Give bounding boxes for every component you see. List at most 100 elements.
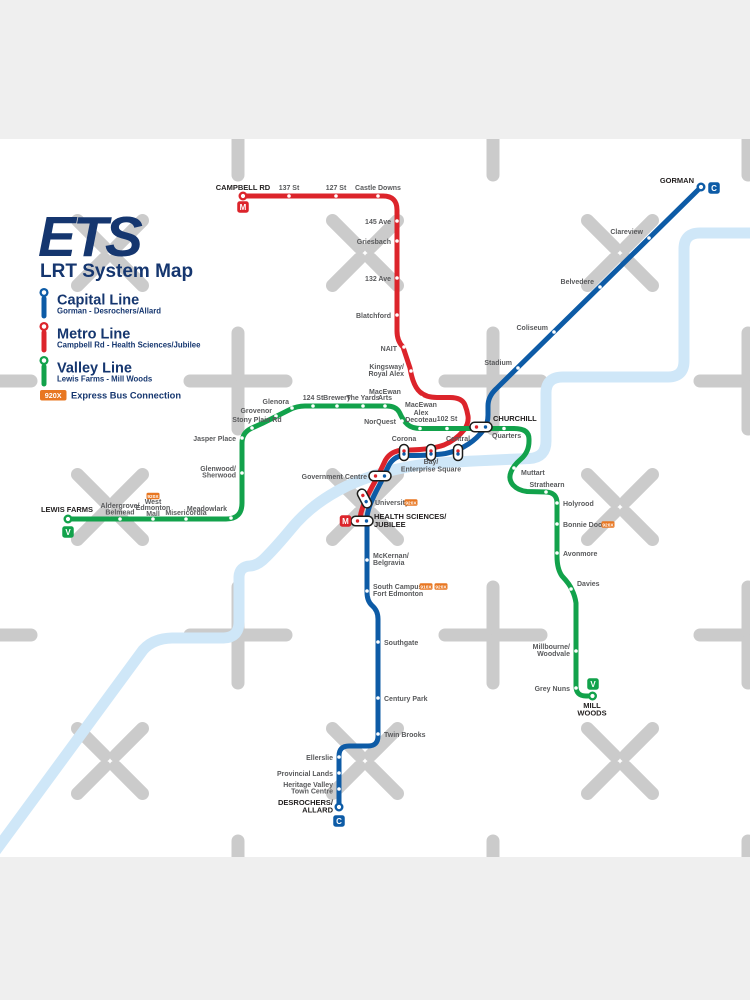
station-grovenor-label: Grovenor bbox=[240, 408, 272, 415]
legend-express-badge-text: 920X bbox=[45, 391, 62, 400]
watermark-x-mark bbox=[326, 722, 404, 800]
station-macewan-dot bbox=[419, 395, 423, 400]
station-davies-label: Davies bbox=[577, 581, 600, 588]
legend-valley-line-terminus-sample bbox=[39, 355, 49, 366]
express-badge-3: 910X bbox=[419, 583, 433, 590]
bottom-grey-band bbox=[0, 857, 750, 1000]
legend-valley-line-desc: Lewis Farms - Mill Woods bbox=[57, 375, 153, 384]
legend-express-label: Express Bus Connection bbox=[71, 391, 181, 401]
north-saskatchewan-river bbox=[0, 227, 750, 855]
station-millbourne-woodvale-label: Millbourne/ bbox=[533, 644, 570, 651]
interchange-central bbox=[452, 443, 464, 462]
station-137-st-label: 137 St bbox=[279, 185, 300, 192]
watermark-stroke bbox=[71, 760, 111, 800]
station-lewis-farms-label: LEWIS FARMS bbox=[41, 505, 93, 514]
station-the-yards-label: The Yards bbox=[346, 395, 379, 402]
station-twin-brooks-dot bbox=[376, 732, 380, 736]
watermark-x-mark bbox=[71, 722, 149, 800]
station-stony-plain-rd-dot bbox=[250, 426, 254, 430]
express-badge-2: 920X bbox=[601, 521, 615, 528]
watermark-stroke bbox=[109, 468, 149, 508]
station-gorman-terminus bbox=[696, 182, 706, 192]
stations-layer bbox=[63, 182, 706, 812]
station-alex-decoteau-dot bbox=[418, 426, 422, 431]
station-misericordia-dot bbox=[184, 517, 188, 521]
station-holyrood-dot bbox=[555, 501, 559, 505]
interchange-university bbox=[356, 488, 373, 509]
station-macewan-arts-label: MacEwan bbox=[369, 389, 401, 396]
interchange-university-label: University bbox=[375, 500, 409, 507]
station-mill-woods-terminus bbox=[588, 691, 598, 701]
station-holyrood-label: Holyrood bbox=[563, 501, 594, 508]
station-strathearn-dot bbox=[544, 490, 548, 494]
line-badge-m-243-207: M bbox=[237, 201, 249, 213]
interchange-central-capital-dot bbox=[456, 452, 460, 456]
station-aldergrove-belmead-label: Aldergrove/ bbox=[101, 503, 140, 510]
watermark-stroke bbox=[581, 506, 621, 546]
station-norquest-dot bbox=[400, 419, 404, 423]
interchange-university-metro-dot bbox=[361, 493, 365, 498]
watermark-stroke bbox=[581, 468, 621, 508]
interchange-university-capital-dot bbox=[364, 499, 368, 504]
station-castle-downs-dot bbox=[376, 194, 380, 198]
legend-capital-line-name: Capital Line bbox=[57, 293, 139, 309]
station-heritage-valley-town-centre-dot bbox=[337, 787, 341, 791]
station-blatchford-label: Blatchford bbox=[356, 313, 391, 320]
line-badge-v-593-684-box bbox=[587, 678, 599, 690]
watermark-stroke bbox=[71, 468, 111, 508]
watermark-stroke bbox=[619, 760, 659, 800]
line-badge-v-593-684: V bbox=[587, 678, 599, 690]
valley-line bbox=[65, 403, 594, 699]
station-137-st-dot bbox=[287, 194, 291, 198]
line-badge-m-346-521-box bbox=[339, 515, 352, 527]
station-castle-downs-label: Castle Downs bbox=[355, 185, 401, 192]
station-griesbach-dot bbox=[395, 239, 399, 243]
line-badge-c-714-188-box bbox=[708, 182, 720, 194]
legend-express: 920X Express Bus Connection bbox=[40, 390, 181, 401]
station-griesbach-label: Griesbach bbox=[357, 239, 391, 246]
station-west-edmonton-mall-label: Edmonton bbox=[136, 505, 171, 512]
express-badge-0-text: 920X bbox=[147, 494, 159, 500]
watermark-plus-mark bbox=[183, 326, 293, 436]
watermark-stroke bbox=[71, 214, 111, 254]
station-belvedere-dot bbox=[598, 285, 602, 289]
station-glenwood-sherwood-label: Glenwood/ bbox=[200, 466, 236, 473]
station-brewery-dot bbox=[335, 404, 339, 408]
station-century-park-label: Century Park bbox=[384, 696, 428, 703]
express-badge-0-box bbox=[146, 492, 160, 500]
branding: ETS LRT System Map bbox=[38, 205, 193, 282]
station-coliseum-dot bbox=[552, 330, 556, 334]
interchange-bay-enterprise-square-label: Bay/ bbox=[424, 459, 439, 466]
station-ellerslie-dot bbox=[337, 755, 341, 759]
station-norquest-label: NorQuest bbox=[364, 419, 397, 426]
station-mckernan-belgravia-dot bbox=[365, 558, 369, 562]
watermark-stroke bbox=[109, 252, 149, 292]
legend-metro-line-terminus-sample bbox=[39, 321, 49, 332]
station-grovenor-dot bbox=[274, 414, 278, 418]
station-127-st-label: 127 St bbox=[326, 185, 347, 192]
interchange-corona-label: Corona bbox=[392, 436, 417, 443]
station-meadowlark-dot bbox=[229, 516, 233, 520]
watermark-stroke bbox=[326, 214, 366, 254]
watermark-stroke bbox=[364, 506, 404, 546]
express-badge-1: 920X bbox=[404, 499, 418, 506]
station-glenwood-sherwood-dot bbox=[240, 471, 244, 475]
interchange-government-centre-label: Government Centre bbox=[302, 474, 367, 481]
station-glenwood-sherwood-label: Sherwood bbox=[202, 473, 236, 480]
station-145-ave-dot bbox=[395, 219, 399, 223]
interchange-corona bbox=[398, 443, 410, 462]
express-badge-2-box bbox=[601, 521, 615, 528]
station-heritage-valley-town-centre-label: Heritage Valley bbox=[283, 782, 333, 789]
station-misericordia-label: Misericordia bbox=[165, 510, 206, 517]
legend-capital-line-desc: Gorman - Desrochers/Allard bbox=[57, 307, 161, 316]
station-twin-brooks-label: Twin Brooks bbox=[384, 732, 426, 739]
station-meadowlark-label: Meadowlark bbox=[187, 506, 227, 513]
interchange-government-centre-pill bbox=[368, 470, 392, 482]
station-muttart-dot bbox=[512, 466, 516, 470]
legend-capital-line-terminus-sample bbox=[39, 287, 49, 298]
watermark-x-mark bbox=[71, 214, 149, 292]
station-southgate-label: Southgate bbox=[384, 640, 418, 647]
